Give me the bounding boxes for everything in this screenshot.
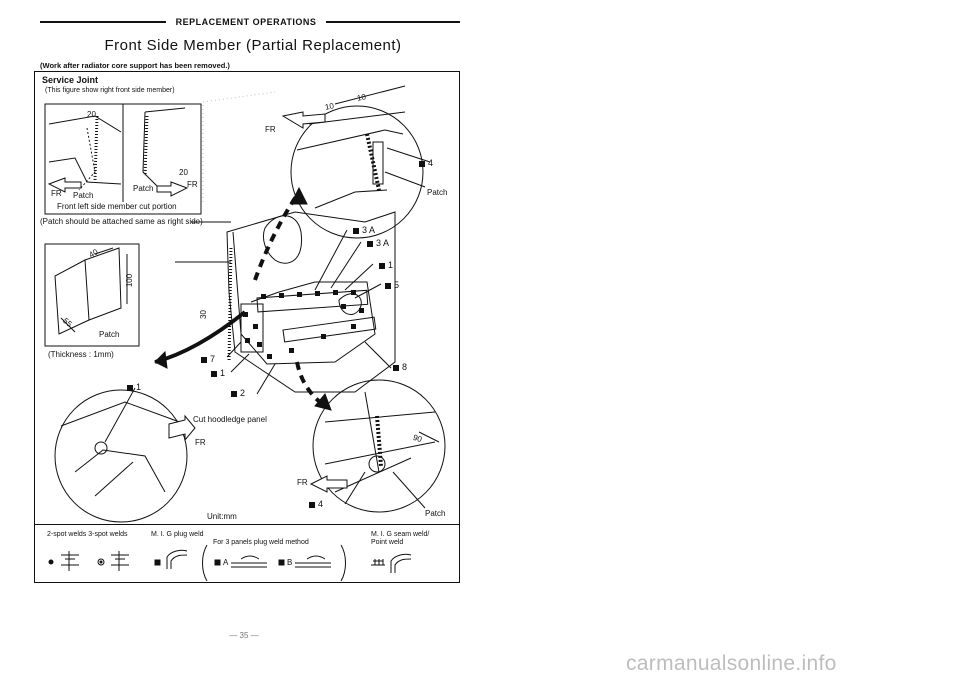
fr-label-inset-left: FR	[51, 189, 62, 198]
fr-label-inset-right: FR	[187, 180, 198, 189]
unit-label: Unit:mm	[207, 512, 237, 521]
detail-circle-right	[312, 379, 446, 513]
dim-20-b: 20	[179, 168, 188, 177]
callout-5: 5	[385, 280, 399, 290]
fr-label-left: FR	[195, 438, 206, 447]
watermark: carmanualsonline.info	[626, 652, 837, 675]
dim-10-b: 10	[356, 92, 367, 103]
dim-100: 100	[125, 273, 135, 288]
page-title: Front Side Member (Partial Replacement)	[104, 37, 402, 54]
weld-legend: 2-spot welds 3-spot welds M. I. G plug w…	[35, 524, 459, 583]
detail-circle-top	[290, 105, 424, 239]
legend-mig-seam-1: M. I. G seam weld/	[371, 531, 430, 538]
patch-label-inset-right: Patch	[133, 184, 154, 193]
patch-note: (Patch should be attached same as right …	[40, 217, 203, 226]
legend-three-panels: For 3 panels plug weld method	[213, 539, 309, 546]
legend-mig-seam-2: Point weld	[371, 539, 404, 546]
patch-label-left: Patch	[99, 330, 120, 339]
patch-label-inset-left: Patch	[73, 191, 94, 200]
detail-circle-left	[54, 389, 188, 523]
legend-symbols	[48, 544, 412, 582]
header-rule-right	[326, 21, 460, 23]
diagram-drawing	[44, 85, 446, 523]
dim-30: 30	[198, 310, 208, 319]
header-rule-left	[40, 21, 166, 23]
callout-8: 8	[393, 362, 407, 372]
dim-10-a: 10	[324, 101, 335, 112]
cut-label: Cut hoodledge panel	[193, 415, 267, 424]
callout-3a-1: 3 A	[353, 225, 375, 235]
page-number: — 35 —	[229, 631, 259, 640]
patch-label-top: Patch	[427, 188, 448, 197]
callout-1-b: 1	[211, 368, 225, 378]
patch-label-right: Patch	[425, 509, 446, 518]
callout-2: 2	[231, 388, 245, 398]
weld-marks	[243, 290, 364, 359]
legend-spot-welds: 2-spot welds 3-spot welds	[47, 531, 128, 538]
fr-label-top: FR	[265, 125, 276, 134]
legend-mig-plug: M. I. G plug weld	[151, 531, 204, 538]
callout-4-bottom: 4	[309, 499, 323, 509]
service-joint-subtitle: (This figure show right front side membe…	[45, 87, 175, 94]
service-joint-title: Service Joint	[42, 75, 99, 85]
callout-1-c: 1	[127, 382, 141, 392]
fr-label-right: FR	[297, 478, 308, 487]
service-joint-figure: Service Joint (This figure show right fr…	[34, 71, 460, 583]
dim-20-a: 20	[87, 110, 96, 119]
callout-3a-2: 3 A	[367, 238, 389, 248]
legend-a: A	[223, 558, 229, 567]
callout-7: 7	[201, 354, 215, 364]
work-note: (Work after radiator core support has be…	[40, 61, 230, 70]
legend-b: B	[287, 558, 293, 567]
callout-4-top: 4	[419, 158, 433, 168]
callout-1-a: 1	[379, 260, 393, 270]
thickness-note: (Thickness : 1mm)	[48, 350, 114, 359]
inset-caption: Front left side member cut portion	[57, 202, 177, 211]
section-heading: REPLACEMENT OPERATIONS	[175, 17, 317, 27]
patch-box	[44, 243, 140, 347]
